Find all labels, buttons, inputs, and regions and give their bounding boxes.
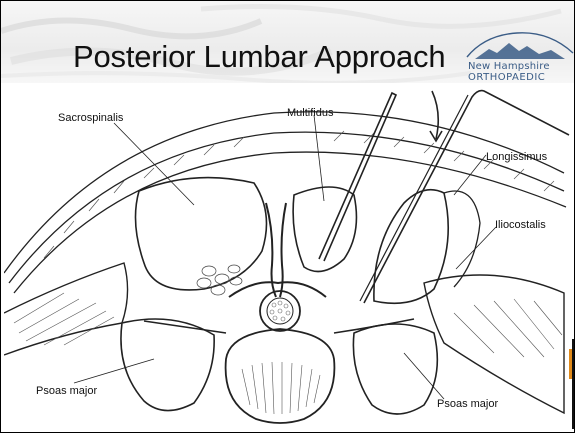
- label-psoas-major-left: Psoas major: [36, 385, 97, 397]
- logo-line2: ORTHOPAEDIC: [468, 72, 545, 80]
- label-psoas-major-right: Psoas major: [437, 398, 498, 410]
- lumbar-cross-section-figure: [4, 83, 574, 432]
- edge-accent-mark: [569, 339, 575, 429]
- label-sacrospinalis: Sacrospinalis: [58, 112, 123, 124]
- logo-line1: New Hampshire: [468, 61, 550, 72]
- header-band: Posterior Lumbar Approach New Hampshire …: [1, 1, 575, 83]
- slide-title: Posterior Lumbar Approach: [73, 39, 445, 75]
- label-iliocostalis: Iliocostalis: [495, 219, 546, 231]
- label-multifidus: Multifidus: [287, 107, 333, 119]
- logo: New Hampshire ORTHOPAEDIC: [465, 29, 575, 79]
- mountain-logo-icon: [465, 29, 575, 63]
- label-longissimus: Longissimus: [486, 151, 547, 163]
